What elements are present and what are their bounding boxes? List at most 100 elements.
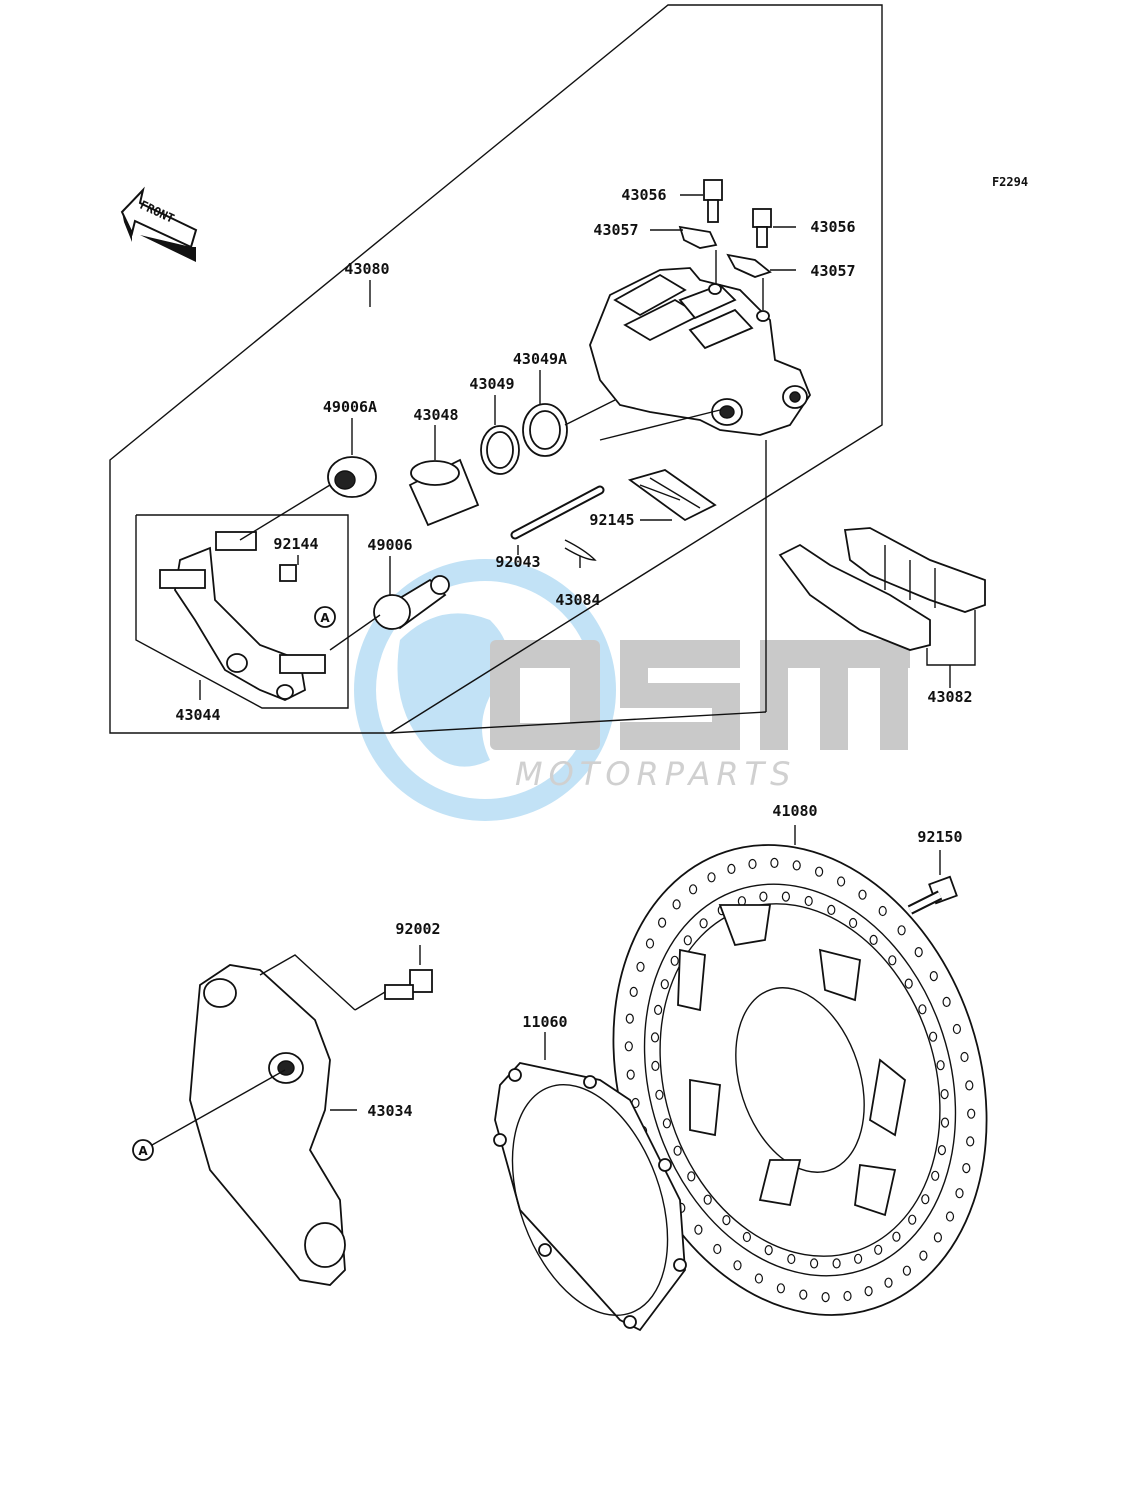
disc-hole <box>928 1031 938 1042</box>
disc-hole <box>955 1188 964 1199</box>
label-49006A: 49006A <box>323 398 377 416</box>
disc-hole <box>843 1290 852 1302</box>
disc-hole <box>942 996 951 1008</box>
caliper-body <box>589 267 812 436</box>
disc-hole <box>853 1253 863 1264</box>
label-43048: 43048 <box>413 406 458 424</box>
disc-hole <box>645 938 655 949</box>
piston-seal-43049 <box>480 425 520 475</box>
label-43044: 43044 <box>175 706 220 724</box>
caliper-bracket-43034 <box>189 964 346 1286</box>
disc-hole <box>965 1080 974 1091</box>
disc-hole <box>754 1273 764 1284</box>
disc-hole <box>629 986 638 998</box>
disc-hole <box>688 884 698 895</box>
disc-hole <box>967 1108 976 1119</box>
disc-hole <box>694 1224 703 1235</box>
disc-hole <box>722 1214 731 1226</box>
disc-hole <box>933 1232 943 1243</box>
label-43084: 43084 <box>555 591 600 609</box>
boot-49006A <box>327 456 377 498</box>
disc-hole <box>884 1277 893 1288</box>
disc-hole <box>670 955 679 966</box>
bleeder-cap-right <box>726 253 772 278</box>
callout-a-lower <box>132 1139 154 1161</box>
disc-hole <box>748 858 757 870</box>
disc-hole <box>733 1260 742 1271</box>
disc-hole <box>864 1285 873 1297</box>
label-92144: 92144 <box>273 535 318 553</box>
disc-hole <box>804 895 813 907</box>
pad-pin-92043 <box>510 485 605 540</box>
bleeder-valve-right <box>752 208 772 248</box>
bolt-92150 <box>907 875 958 915</box>
disc-hole <box>929 970 938 982</box>
disc-hole <box>827 904 836 916</box>
disc-hole <box>931 1170 940 1181</box>
disc-hole <box>626 1069 635 1080</box>
disc-hole <box>940 1088 949 1100</box>
disc-hole <box>625 1013 634 1024</box>
disc-hole <box>821 1291 830 1303</box>
disc-hole <box>962 1162 971 1174</box>
disc-hole <box>636 961 645 972</box>
label-43057-right: 43057 <box>810 262 855 280</box>
disc-hole <box>657 917 667 928</box>
disc-hole <box>660 979 669 990</box>
bleeder-valve-left <box>703 179 723 223</box>
disc-hole <box>792 860 801 871</box>
disc-hole <box>673 1145 682 1156</box>
disc-hole <box>624 1041 633 1052</box>
disc-hole <box>687 1171 696 1182</box>
disc-hole <box>770 857 779 869</box>
disc-hole <box>655 1089 664 1100</box>
bolt-92002 <box>384 969 433 1000</box>
disc-hole <box>651 1060 660 1072</box>
disc-hole <box>904 978 913 989</box>
boot-49006 <box>373 575 450 630</box>
disc-hole <box>776 1283 786 1294</box>
brake-pads-43082 <box>778 527 986 651</box>
disc-hole <box>727 863 736 875</box>
label-92145: 92145 <box>589 511 634 529</box>
disc-hole <box>832 1258 841 1269</box>
disc-hole <box>809 1258 819 1269</box>
disc-hole <box>888 955 897 966</box>
disc-hole <box>914 946 923 958</box>
disc-hole <box>966 1136 975 1147</box>
disc-hole <box>874 1244 883 1255</box>
watermark-logo <box>490 640 910 750</box>
disc-hole <box>897 925 906 936</box>
label-43057-left: 43057 <box>593 221 638 239</box>
disc-hole <box>858 889 867 900</box>
disc-hole <box>781 891 791 902</box>
label-11060: 11060 <box>522 1013 567 1031</box>
disc-hole <box>908 1214 917 1225</box>
disc-hole <box>937 1144 947 1156</box>
piston-seal-43049A <box>522 403 568 457</box>
disc-hole <box>759 891 768 902</box>
disc-hole <box>921 1194 930 1205</box>
disc-hole <box>940 1117 950 1128</box>
label-43034: 43034 <box>367 1102 412 1120</box>
disc-hole <box>653 1004 663 1016</box>
label-41080: 41080 <box>772 802 817 820</box>
pad-spring-92145 <box>627 469 717 522</box>
shim-11060 <box>493 1062 687 1332</box>
disc-hole <box>742 1231 752 1243</box>
disc-hole <box>869 934 878 946</box>
disc-hole <box>902 1265 912 1276</box>
front-arrow-icon: FRONT <box>120 186 198 262</box>
disc-hole <box>919 1250 928 1261</box>
disc-hole <box>936 1060 945 1071</box>
caliper-assembly-outline <box>109 4 883 734</box>
disc-hole <box>650 1032 660 1043</box>
disc-hole <box>945 1211 955 1222</box>
label-43049: 43049 <box>469 375 514 393</box>
disc-hole <box>707 872 716 883</box>
label-43082: 43082 <box>927 688 972 706</box>
figure-code: F2294 <box>992 175 1028 189</box>
disc-hole <box>713 1243 722 1255</box>
disc-hole <box>848 917 858 929</box>
